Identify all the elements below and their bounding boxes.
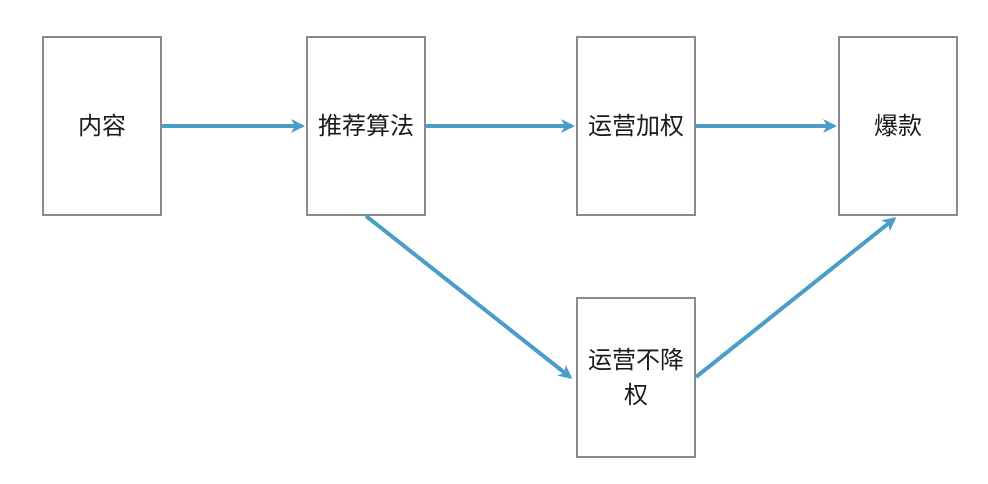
node-hit: 爆款 (838, 36, 958, 216)
node-operations-no-downweight-label: 运营不降权 (588, 345, 684, 409)
node-operations-boost-label: 运营加权 (588, 111, 684, 140)
node-content-label: 内容 (78, 111, 126, 140)
edge-ops-no-down-to-hit (694, 217, 897, 379)
node-hit-label: 爆款 (874, 111, 922, 140)
node-recommendation-algorithm-label: 推荐算法 (318, 111, 414, 140)
edge-algorithm-to-ops-no-down (364, 214, 573, 379)
node-recommendation-algorithm: 推荐算法 (306, 36, 426, 216)
node-operations-no-downweight: 运营不降权 (576, 297, 696, 458)
node-operations-boost: 运营加权 (576, 36, 696, 216)
node-content: 内容 (42, 36, 162, 216)
